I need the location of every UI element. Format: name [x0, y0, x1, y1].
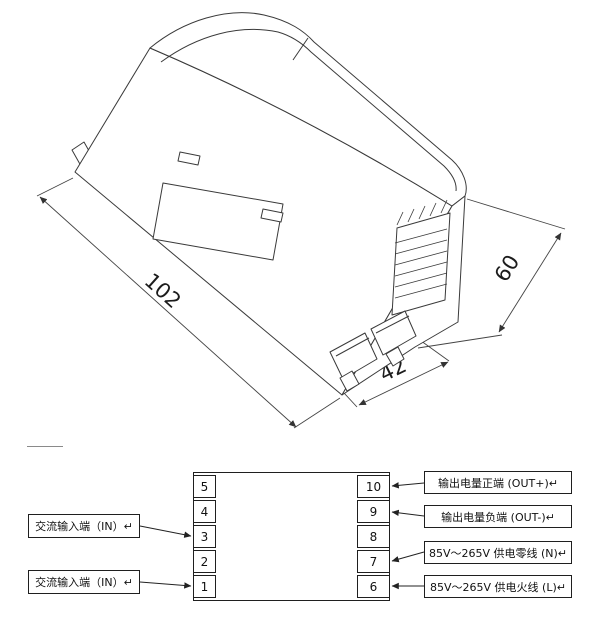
dimension-line: [358, 361, 449, 406]
label-plate: [152, 182, 284, 261]
section-divider: [27, 446, 63, 447]
connector-arrow-out-terminal9: [391, 509, 425, 517]
isometric-device-drawing: 102 60 42: [36, 12, 566, 429]
terminal-strip-hatch: [394, 228, 448, 299]
output-negative-label: 输出电量负端 (OUT-)↵: [424, 505, 572, 528]
extension-line: [466, 198, 566, 230]
terminal-2: 2: [193, 550, 216, 573]
terminal-7: 7: [357, 550, 390, 573]
ac-input-label-2: 交流输入端（IN）↵: [28, 570, 140, 594]
device-body: [71, 12, 467, 396]
output-positive-label: 输出电量正端 (OUT+)↵: [424, 471, 572, 494]
supply-neutral-label: 85V～265V 供电零线 (N)↵: [424, 541, 572, 564]
dimension-line: [498, 232, 562, 333]
connector-arrow-in-terminal1: [139, 581, 192, 589]
terminal-strip: [391, 212, 451, 316]
dimension-line: [39, 196, 297, 428]
connector-arrow-neutral-terminal7: [391, 551, 425, 563]
terminal-6: 6: [357, 575, 390, 598]
extension-line: [36, 177, 74, 197]
supply-live-label: 85V～265V 供电火线 (L)↵: [424, 575, 572, 598]
extension-line: [417, 334, 503, 349]
dimension-length-label: 102: [140, 268, 186, 313]
cover-grooves: [396, 199, 448, 226]
terminal-10: 10: [357, 475, 390, 498]
ac-input-label-1: 交流输入端（IN）↵: [28, 514, 140, 538]
vent-slot: [260, 208, 284, 223]
dimension-height-label: 60: [490, 251, 525, 286]
terminal-5: 5: [193, 475, 216, 498]
din-clip-right: [370, 310, 417, 367]
terminal-1: 1: [193, 575, 216, 598]
terminal-8: 8: [357, 525, 390, 548]
lid-seam: [292, 37, 309, 61]
connector-arrow-in-terminal3: [139, 525, 192, 538]
terminal-9: 9: [357, 500, 390, 523]
extension-line: [293, 397, 341, 429]
terminal-3: 3: [193, 525, 216, 548]
device-top-lid: [149, 12, 467, 207]
terminal-4: 4: [193, 500, 216, 523]
vent-slot: [177, 151, 201, 166]
lid-inner-curve: [160, 29, 457, 192]
din-clip-left: [329, 332, 378, 392]
connector-arrow-out-terminal10: [391, 482, 425, 489]
